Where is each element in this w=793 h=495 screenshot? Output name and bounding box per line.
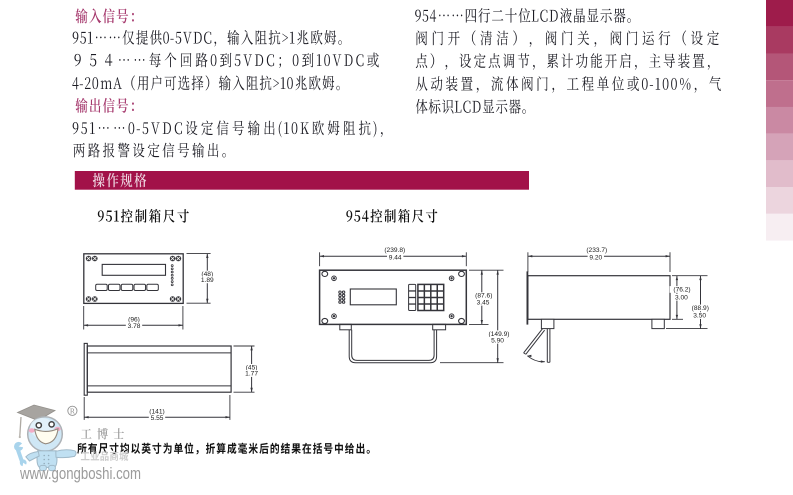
svg-text:www.gongboshi.com: www.gongboshi.com: [19, 465, 141, 483]
svg-text:(88.9): (88.9): [692, 305, 709, 312]
svg-text:(96): (96): [128, 317, 140, 324]
svg-text:(239.8): (239.8): [384, 247, 405, 254]
svg-text:(141): (141): [149, 409, 164, 416]
svg-text:3.00: 3.00: [675, 294, 688, 301]
svg-text:5.90: 5.90: [491, 337, 504, 344]
svg-text:5.55: 5.55: [151, 415, 164, 422]
svg-text:R: R: [70, 407, 76, 416]
svg-text:3.50: 3.50: [693, 313, 706, 320]
svg-text:(149.9): (149.9): [489, 331, 510, 338]
svg-text:(87.6): (87.6): [475, 293, 492, 300]
svg-text:(76.2): (76.2): [673, 287, 690, 294]
svg-text:(45): (45): [246, 364, 258, 371]
svg-text:(233.7): (233.7): [586, 247, 607, 254]
svg-text:(48): (48): [201, 271, 213, 278]
svg-text:1.77: 1.77: [245, 371, 258, 378]
svg-text:9.20: 9.20: [589, 254, 602, 261]
svg-text:1.89: 1.89: [201, 277, 214, 284]
svg-text:3.45: 3.45: [477, 299, 490, 306]
svg-text:3.78: 3.78: [128, 323, 141, 330]
svg-text:9.44: 9.44: [389, 254, 402, 261]
